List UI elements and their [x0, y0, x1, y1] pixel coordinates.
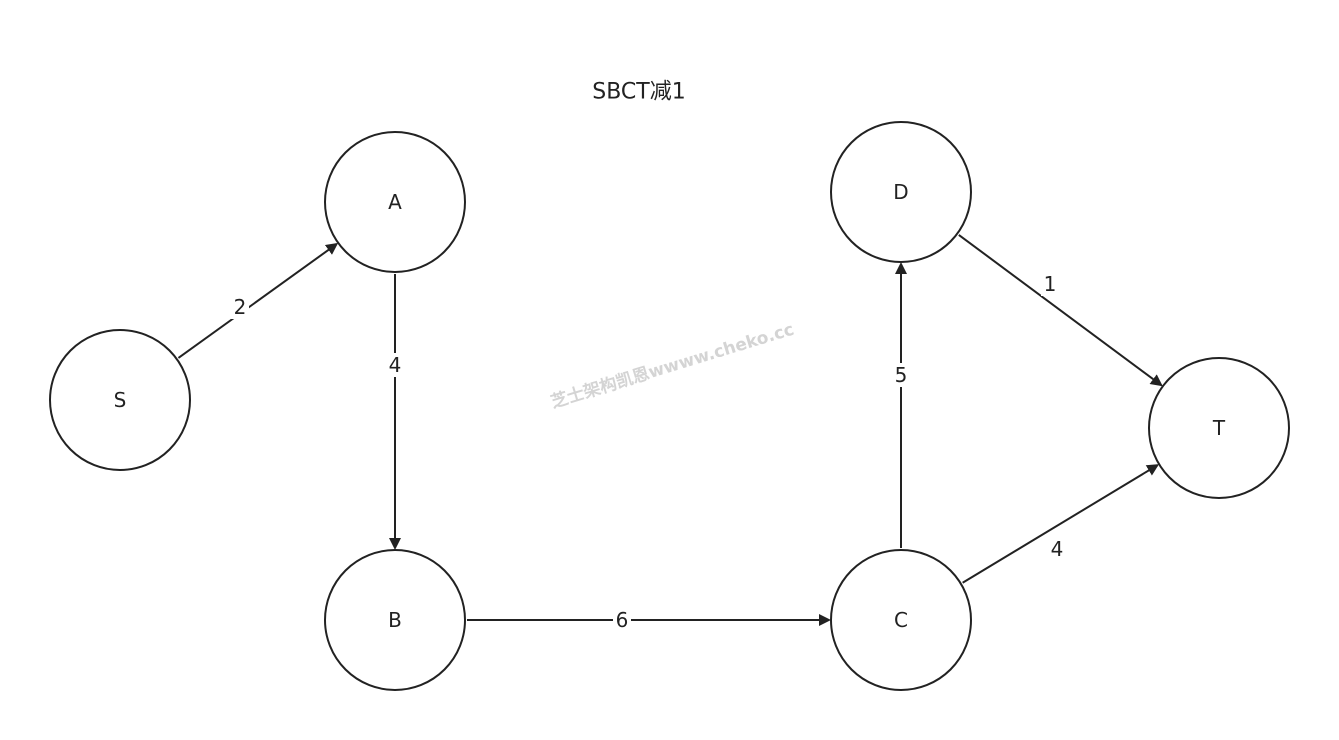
edge-C-T [962, 464, 1160, 584]
edge-weight-label: 4 [1048, 537, 1066, 561]
node-T: T [1148, 357, 1290, 499]
node-label: T [1212, 416, 1226, 440]
edge-weight-label: 6 [613, 608, 631, 632]
node-C: C [830, 549, 972, 691]
edge-weight-text: 4 [1051, 537, 1064, 561]
node-label: S [114, 388, 127, 412]
edge-weight-text: 4 [389, 353, 402, 377]
node-label: A [388, 190, 402, 214]
node-A: A [324, 131, 466, 273]
edge-weight-text: 6 [616, 608, 629, 632]
node-S: S [49, 329, 191, 471]
node-D: D [830, 121, 972, 263]
edge-weight-label: 5 [892, 363, 910, 387]
node-label: B [388, 608, 402, 632]
edge-weight-label: 4 [386, 353, 404, 377]
edge-weight-text: 2 [234, 295, 247, 319]
edge-S-A [177, 242, 339, 359]
node-label: D [893, 180, 908, 204]
edge-weight-label: 2 [231, 295, 249, 319]
watermark: 芝士架构凯恩wwww.cheko.cc [548, 319, 796, 413]
edge-weight-text: 1 [1044, 272, 1057, 296]
edge-weight-label: 1 [1041, 272, 1059, 296]
diagram-title: SBCT减1 [592, 80, 685, 105]
edge-weight-text: 5 [895, 363, 908, 387]
node-B: B [324, 549, 466, 691]
edge-D-T [958, 234, 1163, 387]
node-label: C [894, 608, 908, 632]
